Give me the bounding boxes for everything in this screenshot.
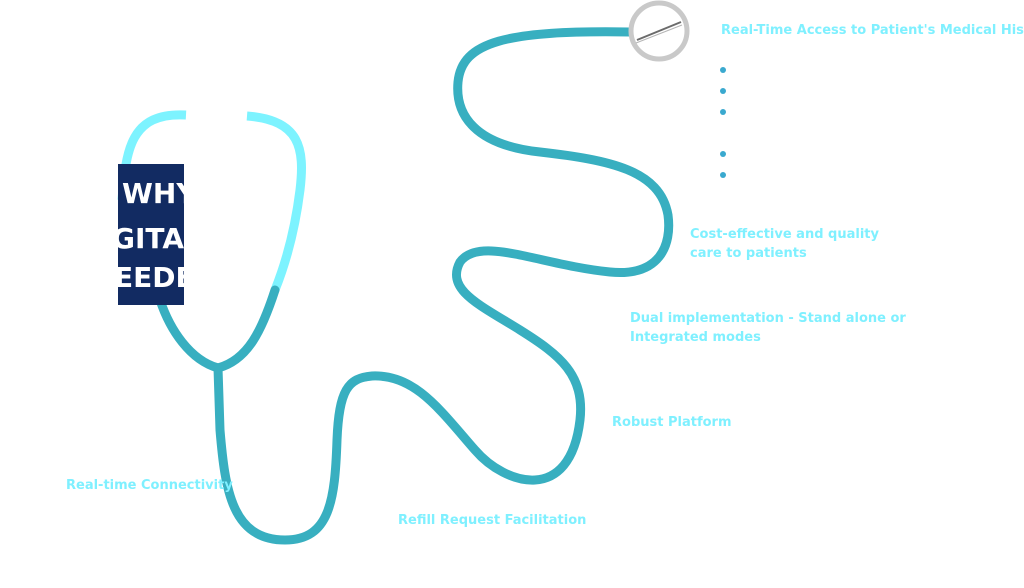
dot-icon (720, 172, 726, 178)
label-cost-effective-line2: care to patients (690, 246, 807, 261)
title-line-2: GITAL (118, 222, 184, 255)
label-dual-implementation-line2: Integrated modes (630, 330, 761, 345)
label-cost-effective-line1: Cost-effective and quality (690, 227, 879, 242)
label-refill-request: Refill Request Facilitation (398, 513, 587, 528)
dot-icon (720, 151, 726, 157)
stethoscope-right-arm (213, 285, 280, 373)
stethoscope-main-tube (213, 27, 674, 545)
label-dual-implementation-line1: Dual implementation - Stand alone or (630, 311, 906, 326)
label-real-time-connectivity: Real-time Connectivity (66, 478, 233, 493)
dot-icon (720, 88, 726, 94)
dot-icon (720, 109, 726, 115)
dot-icon (720, 67, 726, 73)
label-robust-platform: Robust Platform (612, 415, 732, 430)
label-real-time-access: Real-Time Access to Patient's Medical Hi… (721, 23, 1024, 38)
stethoscope-chestpiece-icon (628, 0, 690, 62)
title-line-1: WHY (122, 177, 184, 210)
stethoscope-left-arm (155, 295, 223, 373)
title-block: WHY GITAL EEDE (118, 164, 184, 305)
stethoscope-right-earpiece (246, 111, 306, 292)
title-line-3: EEDE (118, 261, 184, 294)
